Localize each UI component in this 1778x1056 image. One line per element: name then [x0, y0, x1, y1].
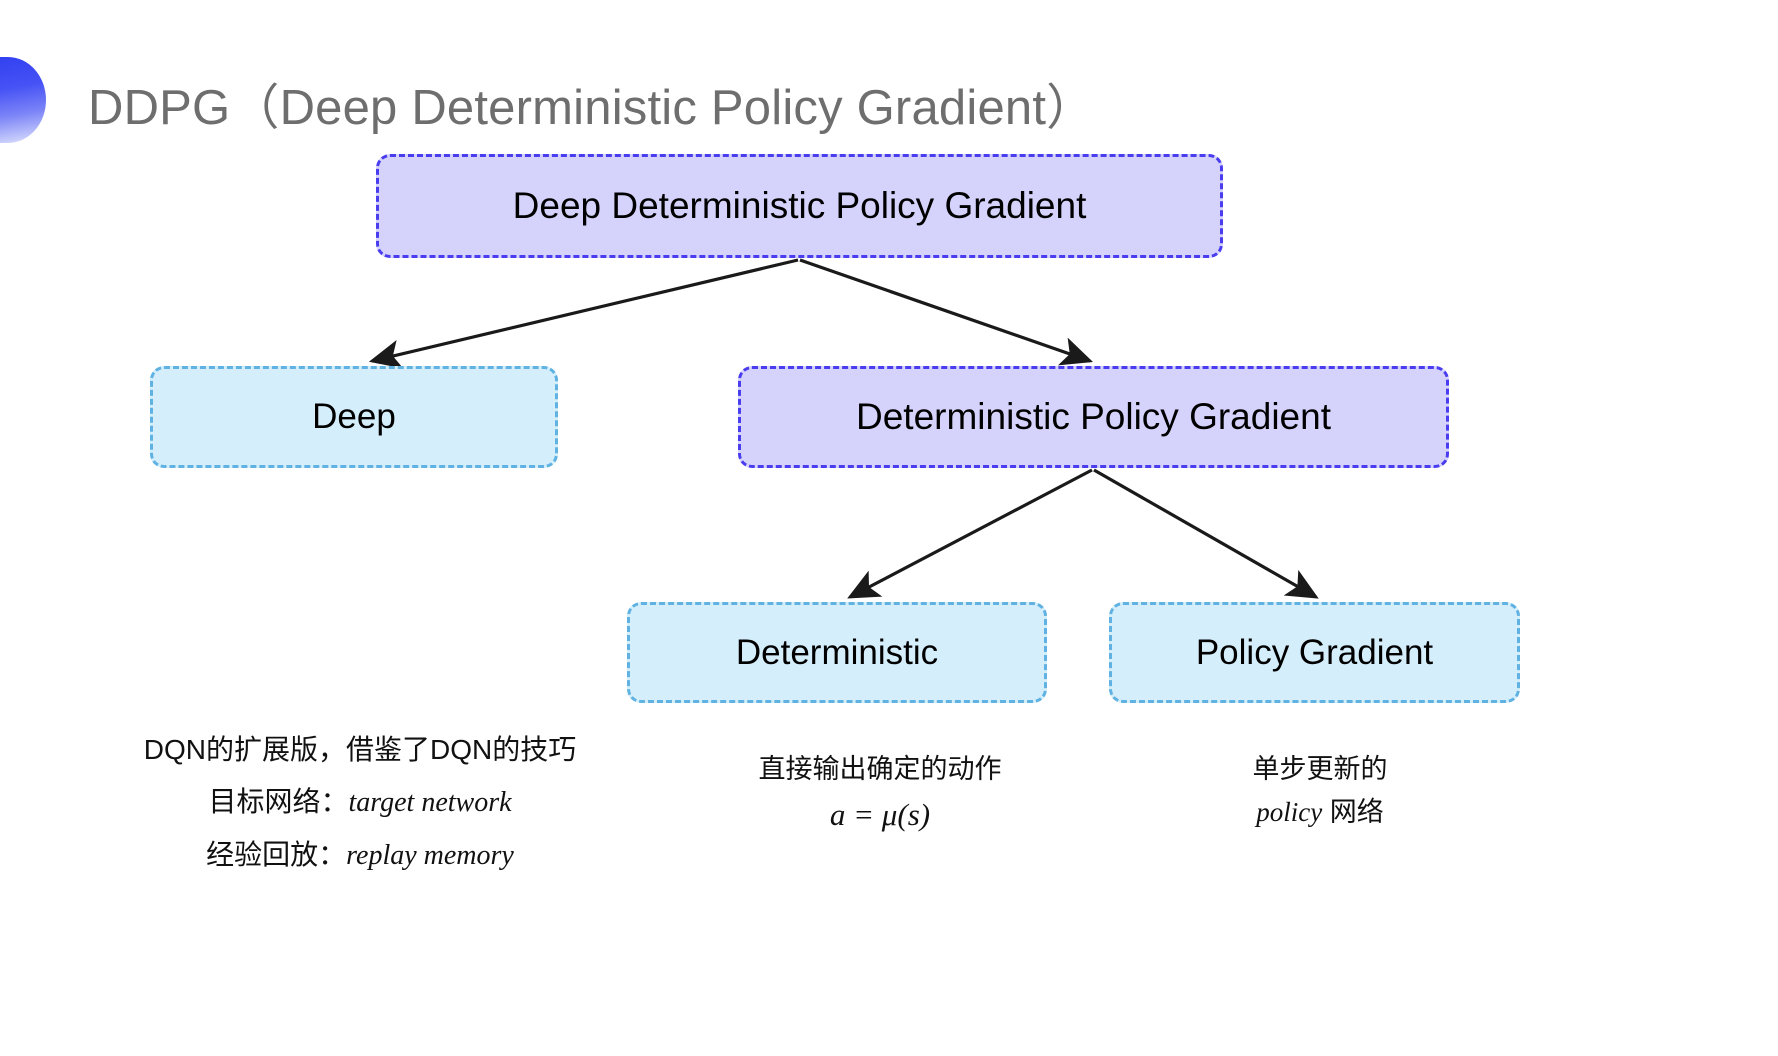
annotation-deep-line3-term: replay memory	[346, 840, 514, 872]
annotation-deep-line3: 经验回放：replay memory	[90, 833, 630, 878]
page-title: DDPG（Deep Deterministic Policy Gradient）	[88, 81, 1096, 135]
annotation-deterministic: 直接输出确定的动作 a = μ(s)	[690, 748, 1070, 840]
node-deterministic[interactable]: Deterministic	[627, 602, 1047, 703]
annotation-deep: DQN的扩展版，借鉴了DQN的技巧 目标网络：target network 经验…	[90, 728, 630, 879]
edge-dpg-policy-gradient	[1093, 468, 1319, 599]
annotation-deep-line1: DQN的扩展版，借鉴了DQN的技巧	[143, 734, 577, 765]
annotation-policy-gradient-suffix: 网络	[1322, 796, 1384, 827]
annotation-policy-gradient-line1: 单步更新的	[1252, 754, 1388, 784]
node-policy-gradient[interactable]: Policy Gradient	[1109, 602, 1520, 703]
leaf-gradient-icon	[0, 57, 46, 143]
annotation-policy-gradient-line2: policy 网络	[1150, 791, 1490, 834]
node-deep[interactable]: Deep	[150, 366, 558, 468]
edge-root-dpg	[799, 258, 1094, 366]
annotation-policy-gradient-term: policy	[1256, 796, 1323, 827]
annotation-deterministic-formula: a = μ(s)	[829, 796, 931, 832]
annotation-deep-line3-label: 经验回放：	[206, 839, 347, 871]
edge-dpg-deterministic	[847, 468, 1093, 599]
annotation-deep-line2: 目标网络：target network	[90, 780, 630, 825]
annotation-deterministic-line1: 直接输出确定的动作	[758, 754, 1002, 784]
annotation-deep-line2-label: 目标网络：	[208, 786, 349, 818]
annotation-policy-gradient: 单步更新的 policy 网络	[1150, 748, 1490, 833]
node-deterministic-policy-gradient[interactable]: Deterministic Policy Gradient	[738, 366, 1449, 468]
edge-root-deep	[368, 258, 799, 369]
annotation-deep-line2-term: target network	[348, 787, 512, 819]
node-deep-deterministic-policy-gradient[interactable]: Deep Deterministic Policy Gradient	[376, 154, 1223, 258]
